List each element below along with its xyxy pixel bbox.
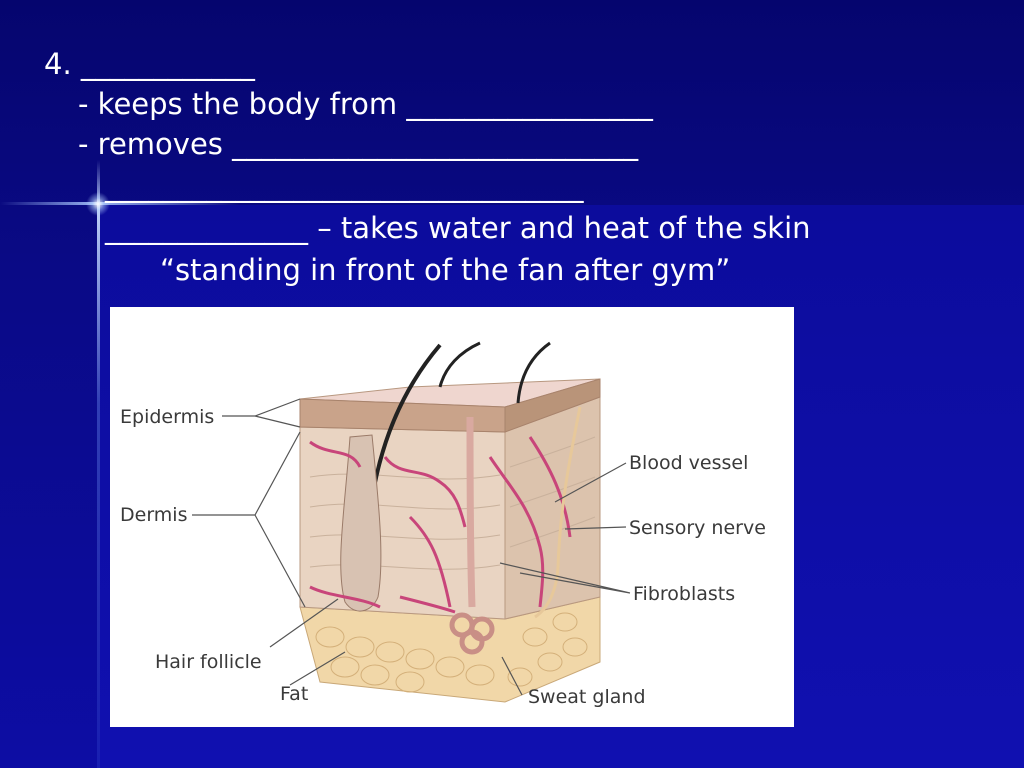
flare-glow — [86, 192, 110, 216]
blood-vessels — [309, 436, 572, 614]
label-fibroblasts: Fibroblasts — [633, 583, 735, 605]
epidermis-side — [504, 378, 601, 433]
label-hair-follicle: Hair follicle — [155, 651, 262, 673]
label-blood-vessel: Blood vessel — [629, 452, 748, 474]
fat-cells — [315, 612, 588, 693]
leader-lines — [192, 398, 631, 696]
sweat-gland-duct — [466, 416, 476, 608]
label-fat: Fat — [280, 683, 308, 705]
heading-line: 4. ____________ — [44, 47, 255, 81]
hair-follicle-shape — [340, 434, 382, 612]
quote-line: “standing in front of the fan after gym” — [160, 253, 731, 287]
label-epidermis: Epidermis — [120, 406, 214, 428]
bullet-keeps-body: - keeps the body from _________________ — [78, 87, 653, 121]
takes-water-line: ______________ – takes water and heat of… — [105, 211, 811, 245]
label-dermis: Dermis — [120, 504, 187, 526]
flare-horizontal-line — [0, 202, 240, 205]
bullet-removes: - removes ____________________________ — [78, 127, 639, 161]
sensory-nerve-line — [534, 406, 582, 619]
label-sweat-gland: Sweat gland — [528, 686, 646, 708]
skin-diagram: Epidermis Dermis Hair follicle Fat Blood… — [110, 307, 794, 727]
dermis-side — [504, 396, 601, 620]
label-sensory-nerve: Sensory nerve — [629, 517, 766, 539]
flare-vertical-line — [97, 160, 100, 768]
sweat-gland-coil — [449, 612, 495, 655]
skin-diagram-svg: Epidermis Dermis Hair follicle Fat Blood… — [120, 341, 766, 708]
dermis-fibers — [309, 436, 596, 570]
blank-line: _________________________________ — [105, 169, 584, 203]
